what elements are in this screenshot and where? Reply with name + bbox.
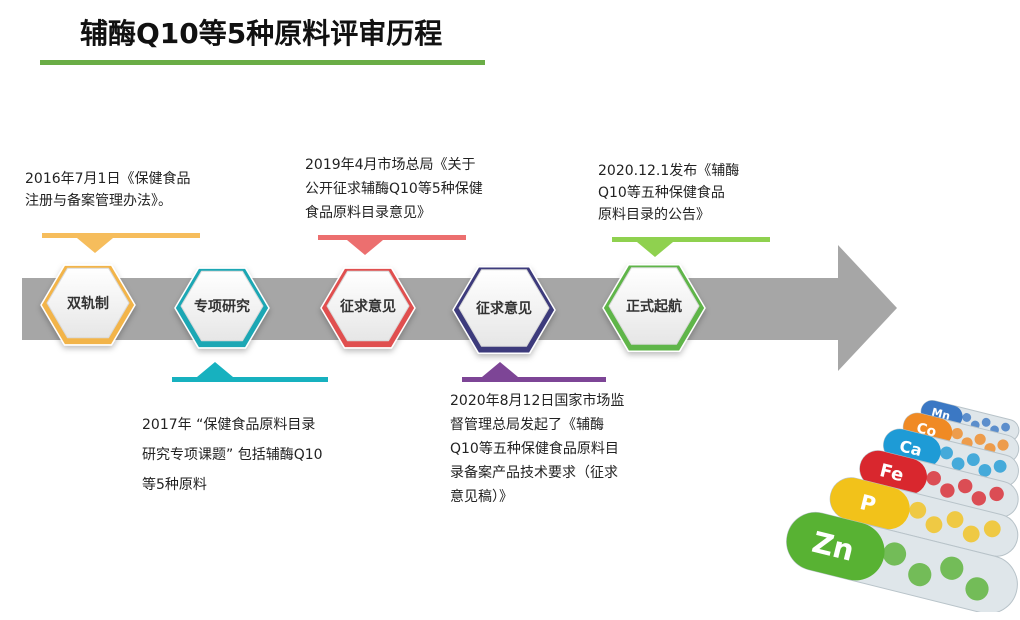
page-title: 辅酶Q10等5种原料评审历程 — [80, 17, 443, 50]
stage-2-hexagon: 专项研究 — [174, 267, 270, 349]
stage-1-label: 双轨制 — [67, 295, 109, 312]
title-underline — [40, 60, 485, 65]
stage-4-note-bar — [462, 362, 606, 382]
stage-3-note: 2019年4月市场总局《关于 公开征求辅酶Q10等5种保健 食品原料目录意见》 — [305, 153, 505, 225]
capsule-Ca: Ca — [883, 428, 1019, 488]
stage-5-hexagon: 正式起航 — [602, 263, 706, 353]
note-line: 食品原料目录意见》 — [305, 205, 431, 221]
note-line: Q10等五种保健食品 — [598, 185, 725, 201]
note-line: Q10等五种保健食品原料目 — [450, 441, 619, 457]
stage-4-label: 征求意见 — [476, 300, 532, 317]
stage-2-note: 2017年 “保健食品原料目录 研究专项课题” 包括辅酶Q10 等5种原料 — [142, 410, 372, 500]
stage-1-note-bar — [42, 233, 200, 253]
note-line: 意见稿）》 — [450, 489, 513, 505]
stage-1-hexagon: 双轨制 — [40, 264, 136, 346]
note-line: 2020.12.1发布《辅酶 — [598, 163, 740, 179]
stage-4-hexagon: 征求意见 — [452, 265, 556, 355]
note-line: 原料目录的公告》 — [598, 207, 710, 223]
stage-2-label: 专项研究 — [194, 298, 250, 315]
note-line: 2020年8月12日国家市场监 — [450, 393, 625, 409]
stage-1-note: 2016年7月1日《保健食品 注册与备案管理办法》。 — [25, 168, 215, 212]
note-line: 2016年7月1日《保健食品 — [25, 171, 191, 187]
stage-3-note-bar — [318, 235, 466, 255]
note-line: 研究专项课题” 包括辅酶Q10 — [142, 447, 323, 463]
note-line: 2017年 “保健食品原料目录 — [142, 417, 316, 433]
capsule-Zn: Zn — [786, 511, 1018, 612]
stage-5-note: 2020.12.1发布《辅酶 Q10等五种保健食品 原料目录的公告》 — [598, 160, 768, 226]
stage-4-note: 2020年8月12日国家市场监 督管理总局发起了《辅酶 Q10等五种保健食品原料… — [450, 389, 645, 509]
stage-5-label: 正式起航 — [626, 298, 682, 315]
capsule-label: P — [858, 490, 879, 517]
stage-3-hexagon: 征求意见 — [320, 267, 416, 349]
note-line: 2019年4月市场总局《关于 — [305, 157, 476, 173]
stage-3-label: 征求意见 — [340, 298, 396, 315]
capsule-label: Ca — [898, 436, 924, 460]
note-line: 督管理总局发起了《辅酶 — [450, 417, 604, 433]
stage-2-note-bar — [172, 362, 328, 382]
note-line: 等5种原料 — [142, 477, 207, 493]
note-line: 录备案产品技术要求（征求 — [450, 465, 618, 481]
note-line: 公开征求辅酶Q10等5种保健 — [305, 181, 483, 197]
note-line: 注册与备案管理办法》。 — [25, 193, 172, 209]
capsule-P: P — [829, 477, 1019, 557]
stage-5-note-bar — [612, 237, 770, 257]
